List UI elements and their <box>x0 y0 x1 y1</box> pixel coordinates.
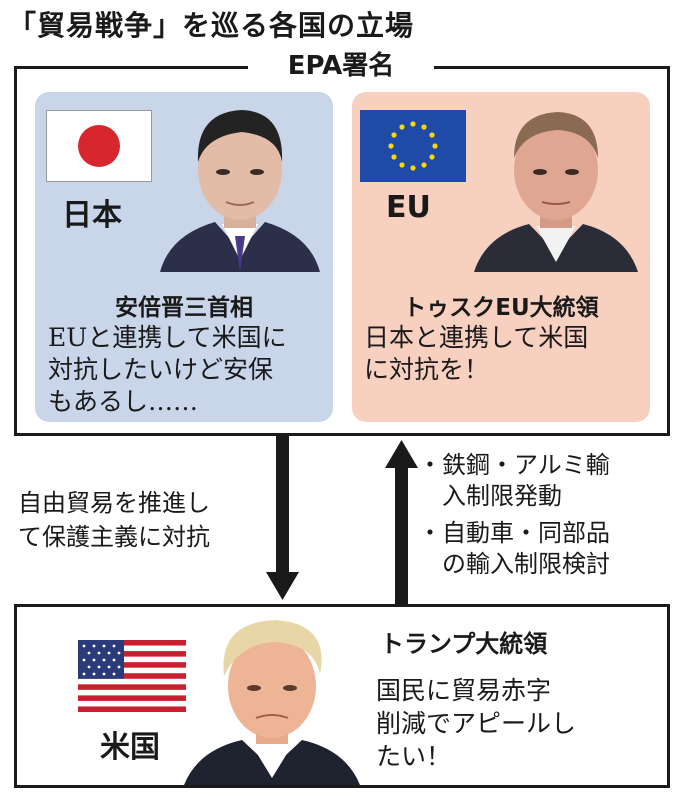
japan-quote-line: 対抗したいけど安保 <box>48 355 274 384</box>
japan-quote: EUと連携して米国に 対抗したいけど安保 もあるし…… <box>48 322 287 418</box>
epa-label: EPA署名 <box>248 51 434 81</box>
us-quote-line: 国民に貿易赤字 <box>376 676 552 705</box>
tusk-portrait <box>474 112 638 272</box>
down-arrow-label-line: て保護主義に対抗 <box>18 523 210 551</box>
abe-portrait <box>160 110 320 272</box>
japan-flag-icon <box>46 110 152 182</box>
bullet-line: 入制限発動 <box>418 482 562 510</box>
eu-country-label: EU <box>386 190 431 225</box>
us-frame <box>14 604 670 788</box>
bullet-line: ・鉄鋼・アルミ輸 <box>418 451 610 479</box>
us-leader-name: トランプ大統領 <box>380 630 548 658</box>
down-arrow-label: 自由貿易を推進し て保護主義に対抗 <box>18 486 210 554</box>
us-flag-icon <box>78 640 186 712</box>
us-quote-line: たい！ <box>376 742 452 771</box>
bullet-line: の輸入制限検討 <box>418 550 610 578</box>
down-arrow-label-line: 自由貿易を推進し <box>18 489 210 517</box>
japan-leader-name: 安倍晋三首相 <box>115 295 253 321</box>
bullet-line: ・自動車・同部品 <box>418 519 610 547</box>
trump-portrait <box>184 620 360 785</box>
bullet-item: ・鉄鋼・アルミ輸 入制限発動 <box>418 450 610 512</box>
us-quote: 国民に貿易赤字 削減でアピールし たい！ <box>376 674 576 773</box>
page-title: 「貿易戦争」を巡る各国の立場 <box>8 9 415 42</box>
eu-leader-name: トゥスクEU大統領 <box>403 295 599 321</box>
eu-flag-icon <box>360 110 466 182</box>
up-arrow-bullets: ・鉄鋼・アルミ輸 入制限発動 ・自動車・同部品 の輸入制限検討 <box>418 450 610 580</box>
japan-quote-line: EUと連携して米国に <box>48 323 287 352</box>
japan-quote-line: もあるし…… <box>48 387 199 416</box>
bullet-item: ・自動車・同部品 の輸入制限検討 <box>418 518 610 580</box>
eu-quote: 日本と連携して米国 に対抗を！ <box>364 322 588 386</box>
eu-quote-line: 日本と連携して米国 <box>364 323 589 352</box>
us-country-label: 米国 <box>100 730 160 765</box>
us-quote-line: 削減でアピールし <box>376 709 577 738</box>
up-arrow <box>385 440 418 604</box>
japan-country-label: 日本 <box>62 198 122 233</box>
down-arrow <box>266 436 299 600</box>
eu-quote-line: に対抗を！ <box>364 355 490 384</box>
